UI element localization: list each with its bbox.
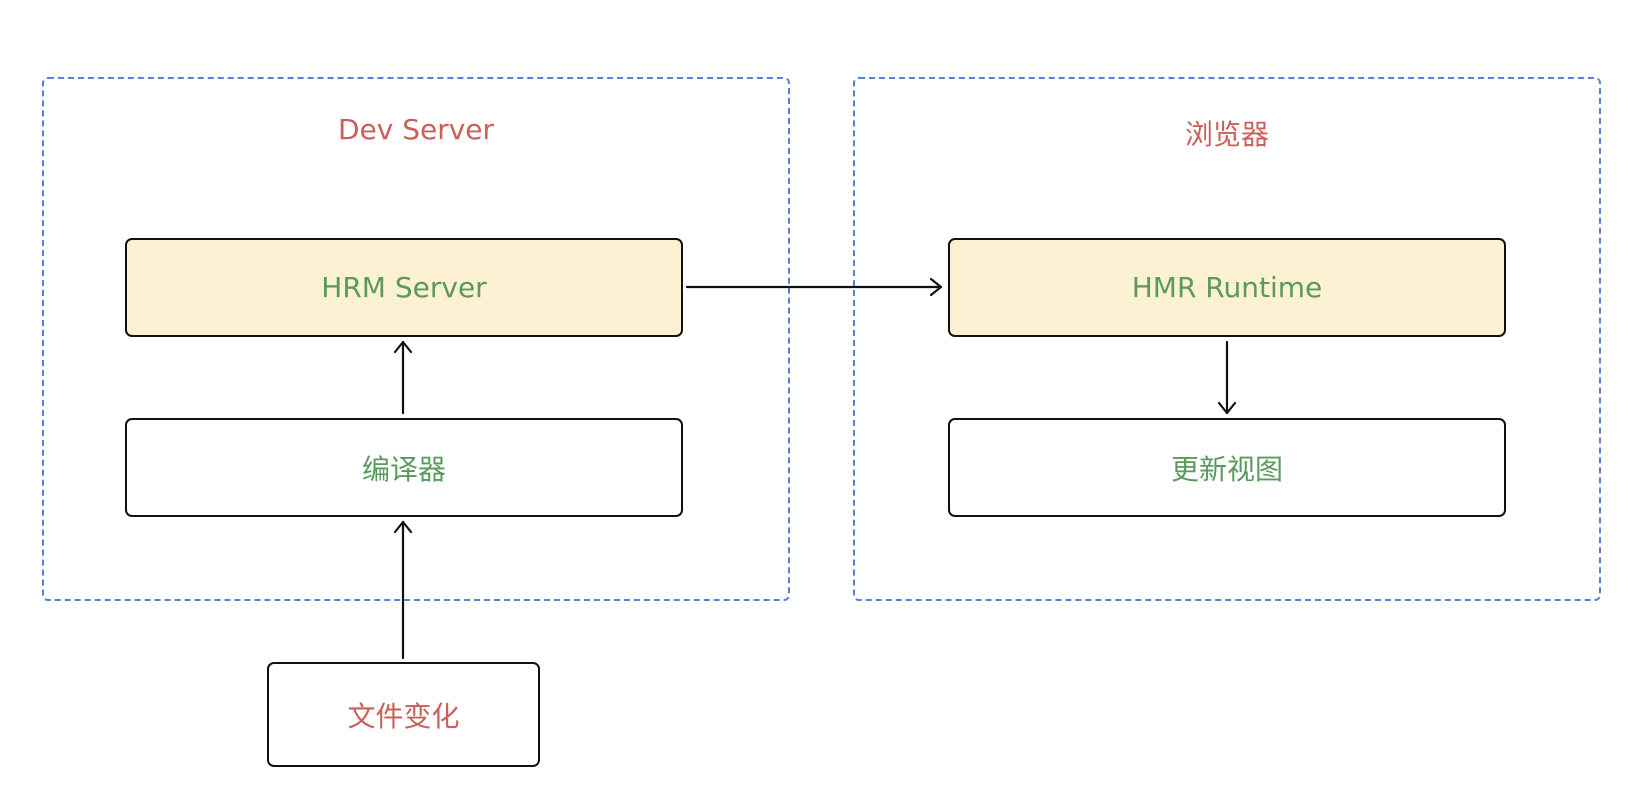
- edge-hmr-runtime-to-update-view: [1217, 340, 1237, 415]
- hmr-runtime-node: HMR Runtime: [948, 238, 1506, 337]
- compiler-label: 编译器: [361, 452, 446, 486]
- dev-server-group: Dev Server: [42, 77, 790, 601]
- edge-file-change-to-compiler: [393, 520, 413, 660]
- edge-hrm-server-to-hmr-runtime: [685, 277, 943, 297]
- edge-compiler-to-hrm-server: [393, 340, 413, 415]
- browser-title: 浏览器: [1184, 118, 1269, 151]
- dev-server-title: Dev Server: [337, 113, 495, 146]
- update-view-label: 更新视图: [1170, 452, 1283, 486]
- file-change-label: 文件变化: [347, 699, 460, 733]
- hrm-server-node: HRM Server: [125, 238, 683, 337]
- update-view-node: 更新视图: [948, 418, 1506, 517]
- file-change-node: 文件变化: [267, 662, 540, 767]
- hrm-server-label: HRM Server: [321, 271, 487, 304]
- hmr-runtime-label: HMR Runtime: [1131, 271, 1323, 304]
- browser-group: 浏览器: [853, 77, 1601, 601]
- compiler-node: 编译器: [125, 418, 683, 517]
